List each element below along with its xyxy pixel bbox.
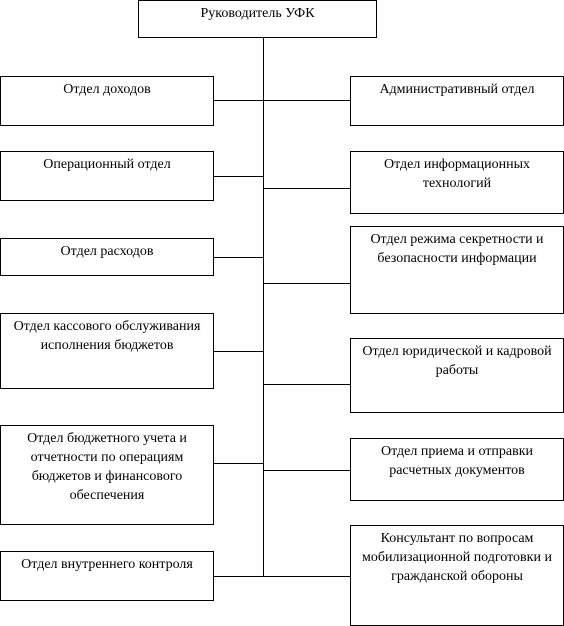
connector-right-2 [263,188,351,189]
connector-right-1 [263,100,351,101]
head-label: Руководитель УФК [200,6,315,21]
left-dept-label-5: Отдел бюджетного учета и отчетности по о… [27,431,187,503]
right-dept-box-2: Отдел информационных технологий [350,151,564,214]
right-dept-box-1: Административный отдел [350,76,564,126]
connector-left-2 [213,176,264,177]
left-dept-label-4: Отдел кассового обслуживания исполнения … [13,319,201,353]
connector-left-3 [213,257,264,258]
left-dept-label-1: Отдел доходов [63,82,151,97]
head-box: Руководитель УФК [138,0,377,38]
connector-left-6 [213,576,264,577]
left-dept-label-6: Отдел внутреннего контроля [21,557,193,572]
left-dept-box-6: Отдел внутреннего контроля [0,551,214,601]
left-dept-label-3: Отдел расходов [60,244,154,259]
right-dept-box-3: Отдел режима секретности и безопасности … [350,226,564,314]
right-dept-label-1: Административный отдел [379,82,535,97]
right-dept-label-5: Отдел приема и отправки расчетных докуме… [380,444,534,478]
right-dept-label-4: Отдел юридической и кадровой работы [362,344,552,378]
connector-right-6 [263,576,351,577]
connector-left-4 [213,351,264,352]
connector-right-5 [263,470,351,471]
connector-right-4 [263,384,351,385]
right-dept-box-4: Отдел юридической и кадровой работы [350,338,564,413]
right-dept-box-5: Отдел приема и отправки расчетных докуме… [350,438,564,501]
left-dept-box-5: Отдел бюджетного учета и отчетности по о… [0,425,214,525]
connector-left-1 [213,100,264,101]
trunk-line [263,38,264,576]
left-dept-box-1: Отдел доходов [0,76,214,126]
connector-left-5 [213,463,264,464]
connector-right-3 [263,283,351,284]
right-dept-label-3: Отдел режима секретности и безопасности … [370,232,544,266]
right-dept-label-6: Консультант по вопросам мобилизационной … [362,531,552,584]
left-dept-box-2: Операционный отдел [0,151,214,201]
left-dept-label-2: Операционный отдел [43,157,171,172]
left-dept-box-3: Отдел расходов [0,238,214,276]
right-dept-label-2: Отдел информационных технологий [383,157,531,191]
right-dept-box-6: Консультант по вопросам мобилизационной … [350,525,564,626]
left-dept-box-4: Отдел кассового обслуживания исполнения … [0,313,214,389]
